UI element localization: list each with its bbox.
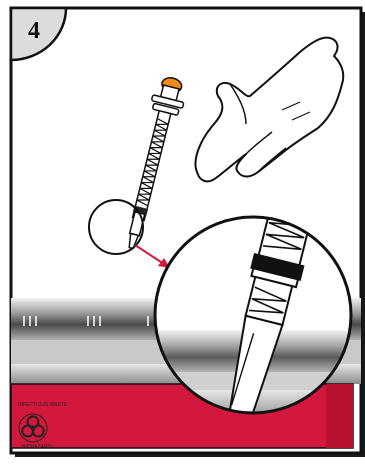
zoom-source-circle xyxy=(88,199,144,255)
hazard-label: BIOHAZARD xyxy=(22,444,52,450)
zoom-callout-icon xyxy=(153,215,353,415)
hand-icon xyxy=(194,36,345,183)
step-badge: 4 xyxy=(9,6,68,62)
sharps-container: INFECTIOUS WASTE BIOHAZARD xyxy=(10,383,354,450)
warning-label: INFECTIOUS WASTE xyxy=(18,402,68,408)
step-number: 4 xyxy=(28,18,40,44)
biohazard-icon xyxy=(18,413,48,443)
